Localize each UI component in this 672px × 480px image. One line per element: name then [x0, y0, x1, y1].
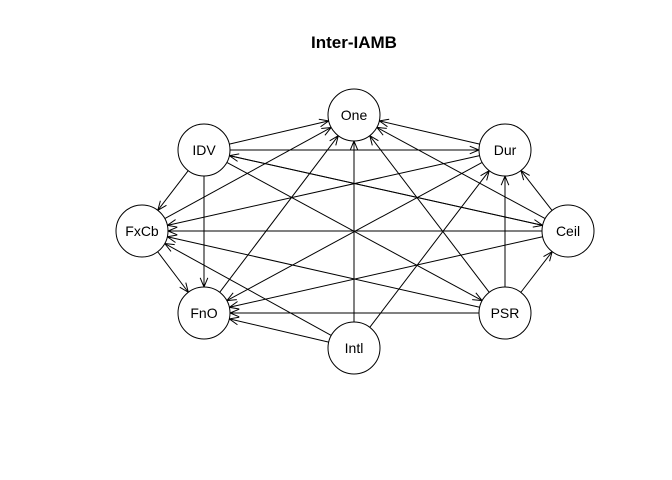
edge-line: [167, 236, 480, 308]
node-label: FnO: [190, 305, 217, 321]
edge-line: [369, 135, 490, 293]
node-circle: [478, 286, 532, 340]
graph-title: Inter-IAMB: [311, 33, 397, 52]
edge-line: [229, 120, 329, 145]
edge-intl-to-fno: [228, 316, 329, 343]
edge-fno-to-one: [219, 134, 340, 293]
edge-line: [164, 243, 332, 336]
arrowhead: [375, 126, 387, 136]
node-circle: [541, 204, 595, 258]
node-ceil: Ceil: [541, 204, 595, 258]
node-label: IDV: [192, 142, 216, 158]
arrowhead: [163, 242, 175, 252]
arrowhead: [472, 292, 484, 302]
edge-line: [369, 170, 490, 328]
edge-dur-to-one: [378, 118, 480, 145]
edge-ceil-to-dur: [520, 169, 553, 211]
node-label: Dur: [494, 142, 517, 158]
node-circle: [115, 204, 169, 258]
edge-line: [229, 155, 543, 226]
edge-idv-to-one: [229, 118, 330, 145]
node-fno: FnO: [177, 286, 231, 340]
node-psr: PSR: [478, 286, 532, 340]
node-label: PSR: [491, 305, 520, 321]
edge-line: [379, 120, 480, 145]
edge-idv-to-fxcb: [157, 170, 189, 212]
node-fxcb: FxCb: [115, 204, 169, 258]
node-idv: IDV: [177, 123, 231, 177]
node-label: Intl: [345, 340, 364, 356]
node-label: Ceil: [556, 223, 580, 239]
edge-line: [157, 170, 189, 211]
edge-line: [229, 236, 543, 308]
node-dur: Dur: [478, 123, 532, 177]
edge-line: [167, 155, 480, 226]
node-circle: [177, 123, 231, 177]
edge-line: [229, 318, 329, 343]
edge-line: [219, 135, 339, 293]
edge-line: [520, 251, 553, 293]
node-circle: [177, 286, 231, 340]
node-circle: [327, 321, 381, 375]
node-label: One: [341, 107, 368, 123]
edge-line: [520, 170, 553, 211]
arrowhead: [321, 126, 333, 136]
node-intl: Intl: [327, 321, 381, 375]
edge-line: [164, 127, 332, 219]
node-circle: [478, 123, 532, 177]
node-circle: [327, 88, 381, 142]
node-one: One: [327, 88, 381, 142]
edge-line: [376, 126, 546, 220]
edge-fxcb-to-fno: [157, 251, 190, 294]
arrowhead: [225, 292, 237, 302]
edge-ceil-to-fxcb: [166, 226, 542, 236]
edge-psr-to-ceil: [520, 250, 553, 293]
node-label: FxCb: [125, 223, 159, 239]
edge-line: [157, 251, 189, 293]
edges-layer: [157, 118, 553, 343]
